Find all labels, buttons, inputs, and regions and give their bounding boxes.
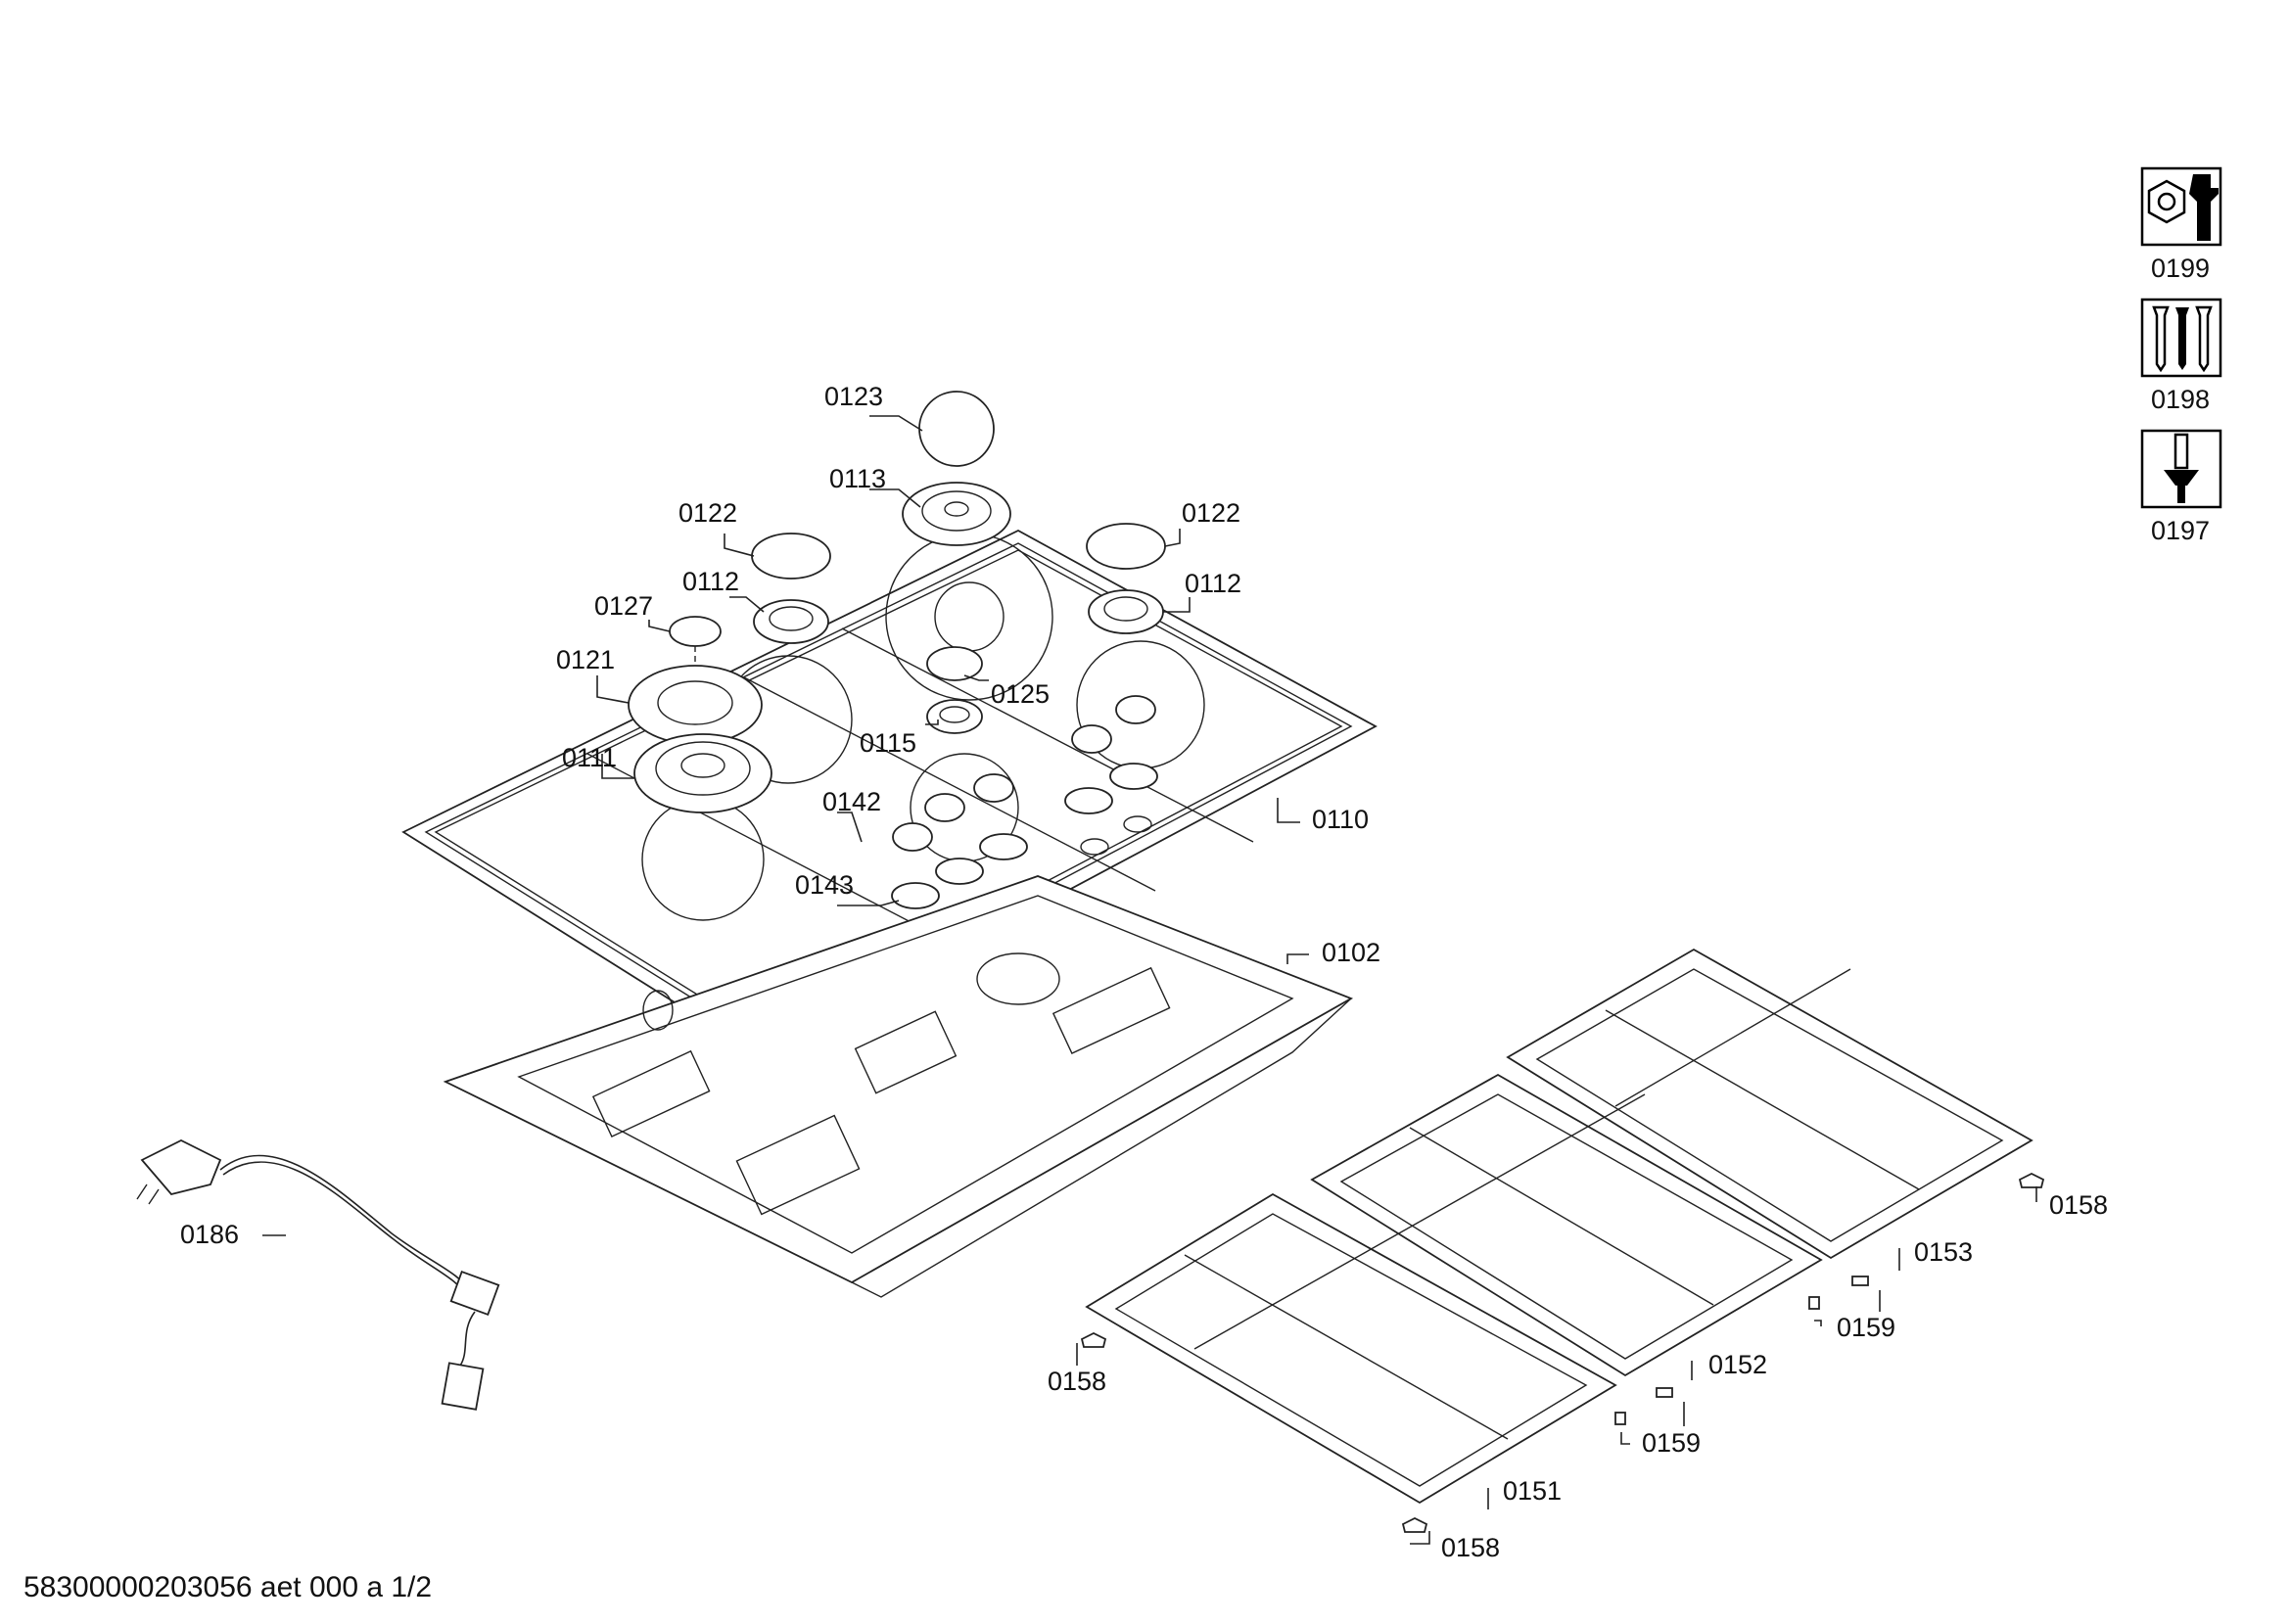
icon-label-0197: 0197 <box>2151 516 2210 545</box>
callout-0121: 0121 <box>556 645 615 674</box>
callout-0152: 0152 <box>1708 1350 1767 1379</box>
callout-0111: 0111 <box>562 743 617 772</box>
pan-support-0151 <box>1085 1192 1617 1505</box>
icon-label-0199: 0199 <box>2151 254 2210 283</box>
document-id: 58300000203056 aet 000 a 1/2 <box>23 1571 433 1603</box>
tool-icons: 0199 0198 0197 <box>2140 166 2222 545</box>
callout-0142: 0142 <box>822 787 881 816</box>
icon-label-0198: 0198 <box>2151 385 2210 414</box>
callout-0110: 0110 <box>1312 805 1369 834</box>
callout-0143: 0143 <box>795 870 854 900</box>
callout-0115: 0115 <box>860 728 916 758</box>
screwdriver-icon <box>2140 429 2222 509</box>
callout-0127: 0127 <box>594 591 653 621</box>
callout-0186: 0186 <box>180 1220 239 1249</box>
power-cable <box>136 1138 500 1411</box>
burner-parts <box>628 391 1166 813</box>
knobs-and-rings <box>891 695 1158 951</box>
leader-lines <box>262 415 2037 1545</box>
base-tray <box>443 875 1354 1298</box>
callout-0159-left: 0159 <box>1642 1428 1701 1458</box>
pan-support-0153 <box>1506 948 2033 1260</box>
callout-0158-bottom: 0158 <box>1441 1533 1500 1562</box>
callout-0158-left: 0158 <box>1048 1367 1106 1396</box>
callout-0112-right: 0112 <box>1185 569 1241 598</box>
callout-0123: 0123 <box>824 382 883 411</box>
callout-0112-left: 0112 <box>682 567 739 596</box>
callout-0125: 0125 <box>991 679 1050 709</box>
callout-0159-right: 0159 <box>1837 1313 1895 1342</box>
callout-0158-right: 0158 <box>2049 1190 2108 1220</box>
screws-icon <box>2140 298 2222 378</box>
callout-0122-left: 0122 <box>678 498 737 528</box>
callout-0151: 0151 <box>1503 1476 1562 1506</box>
callout-0122-right: 0122 <box>1182 498 1240 528</box>
callout-labels: 0123 0113 0122 0122 0112 0112 0127 0121 … <box>180 382 2108 1562</box>
callout-0153: 0153 <box>1914 1237 1973 1267</box>
feet-and-clips <box>1080 1172 2045 1533</box>
callout-0102: 0102 <box>1322 938 1380 967</box>
pan-support-0152 <box>1310 1073 1823 1377</box>
nut-and-wrench-icon <box>2140 166 2222 247</box>
callout-0113: 0113 <box>829 464 886 493</box>
